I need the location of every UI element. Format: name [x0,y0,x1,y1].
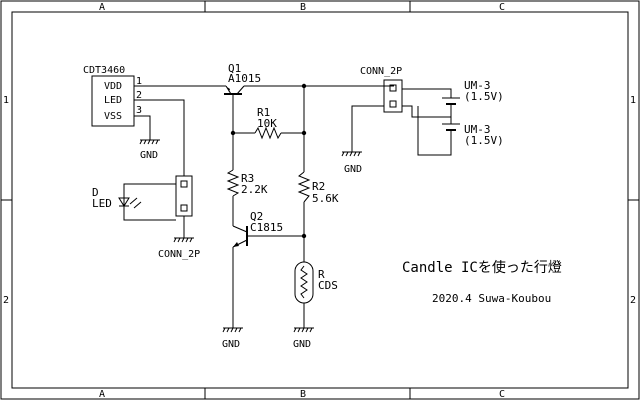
schematic-credit: 2020.4 Suwa-Koubou [432,292,551,305]
schematic-title: Candle ICを使った行燈 [402,259,562,276]
r1-value: 10K [257,117,277,130]
gnd-symbol-q2: GND [222,327,243,350]
cds-value: CDS [318,279,338,292]
led-value: LED [92,197,112,210]
r2-value: 5.6K [312,192,339,205]
q1-transistor: Q1 A1015 [224,62,261,95]
zone-label-bottom-b: B [300,389,306,400]
ic-pin-led: LED [104,95,122,106]
connector-led-name: CONN_2P [158,249,200,260]
battery-2: UM-3 (1.5V) [442,123,504,147]
zone-label-left-2: 2 [3,295,9,306]
connector-led: CONN_2P [158,175,200,260]
q2-value: C1815 [250,221,283,234]
ic-pin-vss: VSS [104,111,122,122]
gnd-symbol-connector: GND [341,151,362,175]
q2-ref: Q2 [250,210,263,223]
connector-power-name: CONN_2P [360,66,402,77]
battery-1: UM-3 (1.5V) [442,79,504,117]
gnd-symbol-led-connector [173,237,194,243]
gnd-label-cds: GND [293,339,311,350]
ic-pin-vdd: VDD [104,81,122,92]
junctions [230,83,307,239]
gnd-symbol-ic: GND [139,139,160,161]
ic-pin-2-number: 2 [136,90,142,101]
r3-value: 2.2K [241,183,268,196]
battery-1-name: UM-3 [464,79,491,92]
zone-label-right-1: 1 [630,95,636,106]
cds-photoresistor: R CDS [294,261,338,304]
gnd-symbol-cds: GND [293,327,314,350]
r2-resistor: R2 5.6K [297,171,339,205]
q2-transistor: Q2 C1815 [232,210,283,248]
connector-power: CONN_2P [360,66,403,113]
zone-label-left-1: 1 [3,95,9,106]
zone-label-top-c: C [499,2,505,13]
zone-label-top-b: B [300,2,306,13]
ic-pin-1-number: 1 [136,76,142,87]
r3-resistor: R3 2.2K [226,169,268,197]
zone-label-right-2: 2 [630,295,636,306]
r1-ref: R1 [257,106,270,119]
ic-name: CDT3460 [83,65,125,76]
gnd-label-ic: GND [140,150,158,161]
battery-1-value: (1.5V) [464,90,504,103]
candle-ic: CDT3460 VDD LED VSS 1 2 3 [83,65,142,127]
led-diode: D LED [92,183,176,221]
q1-value: A1015 [228,72,261,85]
q1-ref: Q1 [228,62,241,75]
battery-2-name: UM-3 [464,123,491,136]
led-ref: D [92,186,99,199]
zone-label-bottom-a: A [99,389,105,400]
zone-label-bottom-c: C [499,389,505,400]
gnd-label-connector: GND [344,164,362,175]
r2-ref: R2 [312,180,325,193]
cds-ref: R [318,268,325,281]
gnd-label-q2: GND [222,339,240,350]
ic-pin-3-number: 3 [136,105,142,116]
battery-2-value: (1.5V) [464,134,504,147]
zone-label-top-a: A [99,2,105,13]
r3-ref: R3 [241,172,254,185]
wires [134,85,452,328]
r1-resistor: R1 10K [254,106,282,140]
